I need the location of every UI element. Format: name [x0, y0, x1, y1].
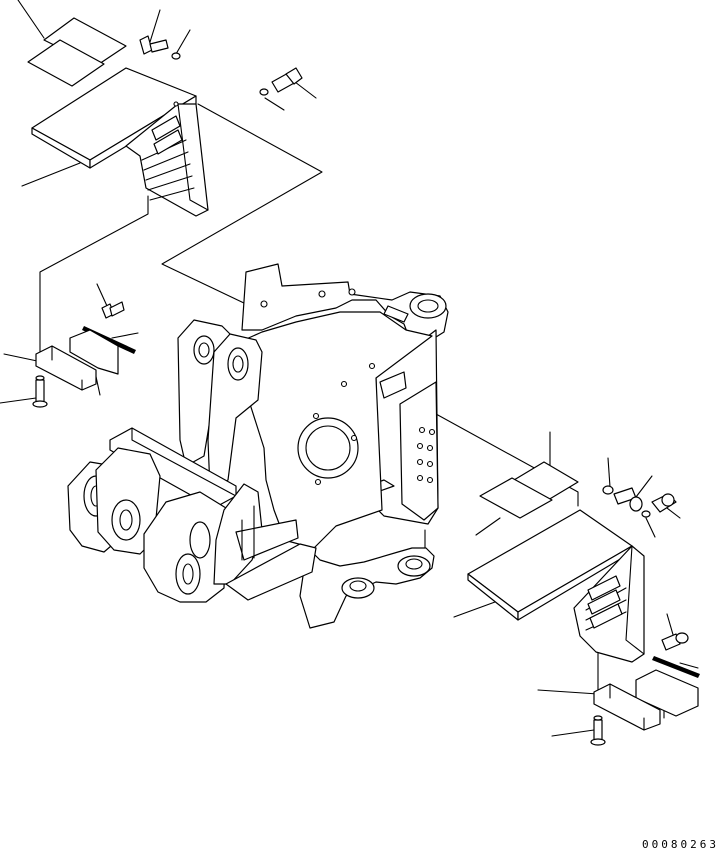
bolt-icon	[661, 632, 689, 651]
left-lower-step-bracket	[32, 301, 136, 408]
drawing-code: 00080263	[642, 838, 719, 851]
boom-lug-middle	[95, 447, 161, 555]
right-lower-step-bracket	[590, 632, 700, 746]
washer-icon	[602, 485, 614, 495]
main-frame	[67, 263, 449, 629]
bolt-icon	[139, 35, 169, 55]
bolt-icon	[101, 301, 125, 319]
boom-lug-right	[143, 491, 227, 603]
bolt-icon	[613, 487, 643, 512]
right-step-platform	[467, 461, 677, 663]
bolt-icon	[641, 493, 677, 518]
bolt-icon	[259, 67, 303, 96]
leader-lines	[0, 0, 699, 737]
washer-icon	[171, 52, 181, 60]
upper-left-step-platform	[27, 17, 303, 217]
bolt-icon	[590, 715, 606, 746]
bolt-icon	[32, 375, 48, 408]
